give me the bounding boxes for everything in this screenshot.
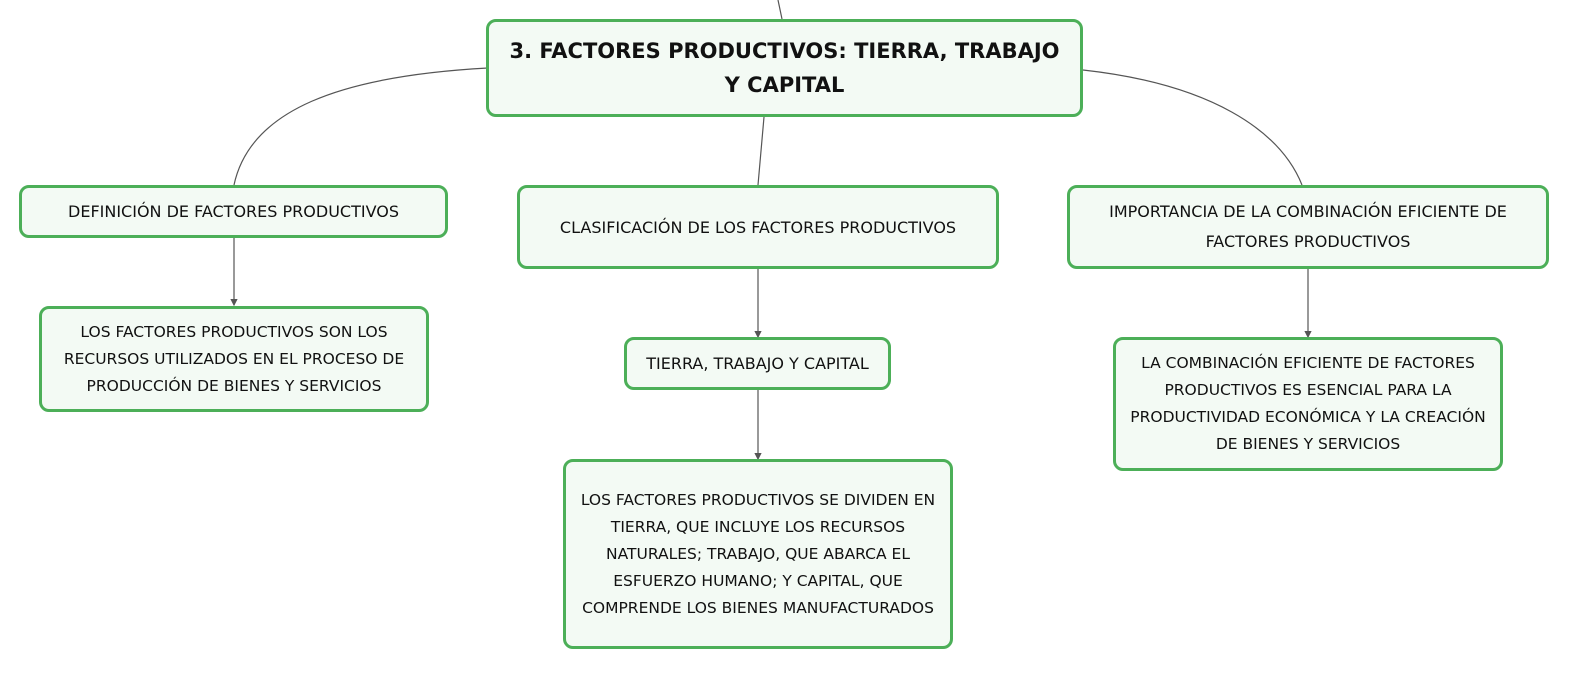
connector-root-importance xyxy=(1082,69,1303,186)
definition-detail-node[interactable]: LOS FACTORES PRODUCTIVOS SON LOS RECURSO… xyxy=(39,306,429,412)
classification-detail-node[interactable]: LOS FACTORES PRODUCTIVOS SE DIVIDEN EN T… xyxy=(563,459,953,649)
connector-root-definition xyxy=(233,67,489,186)
classification-node[interactable]: CLASIFICACIÓN DE LOS FACTORES PRODUCTIVO… xyxy=(517,185,999,269)
connector-root-classification xyxy=(757,116,765,186)
importance-detail-node[interactable]: LA COMBINACIÓN EFICIENTE DE FACTORES PRO… xyxy=(1113,337,1503,471)
importance-node[interactable]: IMPORTANCIA DE LA COMBINACIÓN EFICIENTE … xyxy=(1067,185,1549,269)
connector-incoming xyxy=(777,0,783,20)
definition-node[interactable]: DEFINICIÓN DE FACTORES PRODUCTIVOS xyxy=(19,185,448,238)
root-node[interactable]: 3. FACTORES PRODUCTIVOS: TIERRA, TRABAJO… xyxy=(486,19,1083,117)
classification-sub-node[interactable]: TIERRA, TRABAJO Y CAPITAL xyxy=(624,337,891,390)
